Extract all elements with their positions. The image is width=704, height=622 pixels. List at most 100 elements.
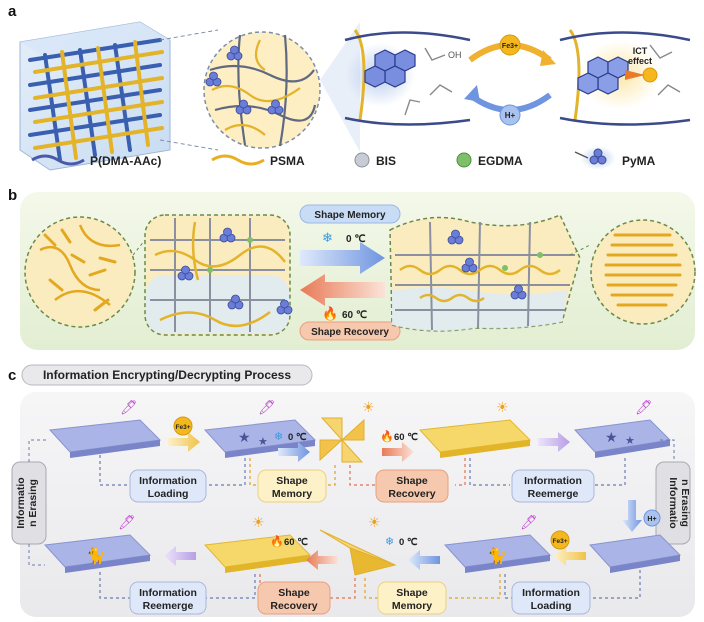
h-text-c: H+ [647, 516, 656, 523]
temp-hot-label: 60 ℃ [342, 310, 367, 321]
legend-swatch-psma [211, 154, 265, 166]
sun-icon: ☀ [368, 514, 381, 530]
bottom-box-1-line1: Information [139, 587, 197, 599]
top-tile-stars: ★ ★ [203, 419, 317, 458]
shape-memory-arrow [300, 242, 385, 274]
snowflake-icon: ❄ [322, 230, 333, 245]
uv-lamp-icon: 🖊 [635, 399, 653, 415]
cooh-text: OH [448, 50, 462, 60]
pyrene-state-bound [559, 29, 691, 126]
star-icon: ★ [238, 429, 251, 445]
top-box-4-line2: Reemerge [528, 488, 579, 500]
top-tile-yellow [418, 419, 532, 458]
psma-disordered-circle [24, 216, 136, 328]
flame-icon: 🔥 [270, 535, 284, 548]
cat-icon: 🐈 [86, 546, 106, 565]
bottom-tile-blank [588, 534, 682, 573]
flame-icon: 🔥 [380, 430, 394, 443]
top-box-1-line2: Loading [148, 488, 189, 500]
top-box-1-line1: Information [139, 475, 197, 487]
temp-hot-bottom: 60 ℃ [284, 537, 308, 548]
legend-swatch-pyma [574, 146, 616, 170]
uv-arrow-bottom [164, 546, 196, 566]
shape-recovery-arrow [300, 274, 385, 306]
legend-label-psma: PSMA [270, 154, 305, 168]
top-box-2-line1: Shape [276, 475, 308, 487]
heating-arrow-top [382, 442, 414, 462]
fe-badge-bottom [550, 530, 570, 550]
top-box-3-line1: Shape [396, 475, 428, 487]
side-right-information-erasing [655, 461, 691, 545]
top-dashed-connectors [99, 455, 626, 486]
legend-label-pyma: PyMA [622, 154, 656, 168]
hydrogel-cube [19, 21, 171, 171]
h-down-arrow [622, 500, 642, 532]
shape-memory-label: Shape Memory [314, 210, 386, 221]
psma-ordered-circle [590, 219, 696, 325]
panel-a-label: a [8, 3, 17, 20]
temp-hot-top: 60 ℃ [394, 432, 418, 443]
top-box-information-loading [129, 469, 207, 503]
top-tile-stars-reemerge: ★ ★ [573, 419, 672, 458]
uv-lamp-icon: 🖊 [258, 399, 276, 415]
h-ion-badge [499, 104, 521, 126]
bottom-tile-cat-loaded: 🐈 [443, 534, 552, 573]
panel-c-title-pill [21, 364, 313, 386]
top-box-shape-recovery [375, 469, 449, 503]
bottom-box-4-line1: Information [522, 587, 580, 599]
side-left-line2: n Erasing [27, 479, 39, 527]
temp-cold-top: 0 ℃ [288, 432, 307, 443]
sun-icon: ☀ [496, 399, 509, 415]
zoom-line-bottom [159, 139, 219, 151]
fe-binding-arrowhead [540, 50, 556, 66]
h-ion-text: H+ [505, 111, 516, 120]
left-erasing-connector-top [28, 439, 48, 462]
bottom-box-4-line2: Loading [531, 600, 572, 612]
legend-swatch-bis [354, 152, 370, 168]
side-right-line2: n Erasing [679, 479, 691, 527]
snowflake-icon: ❄ [385, 536, 394, 548]
cooling-arrow-bottom [408, 550, 440, 570]
pinwheel-folded-shape [319, 417, 365, 463]
uv-arrow-top [538, 432, 570, 452]
bottom-box-2-line1: Shape [278, 587, 310, 599]
network-zoom-circle [203, 31, 321, 149]
sun-icon: ☀ [252, 514, 265, 530]
heating-arrow-bottom [306, 550, 338, 570]
side-right-line1: Informatio [667, 477, 679, 528]
link-b-right [569, 244, 591, 256]
bottom-box-information-loading [511, 581, 591, 615]
uv-lamp-icon: 🖊 [118, 514, 136, 530]
bottom-box-shape-recovery [257, 581, 331, 615]
top-box-3-line2: Recovery [388, 488, 435, 500]
snowflake-icon: ❄ [274, 431, 283, 443]
fe-text-top: Fe3+ [176, 424, 191, 431]
top-box-shape-memory [257, 469, 327, 503]
panel-c-label: c [8, 367, 16, 384]
fe-loading-arrow-bottom [554, 546, 586, 566]
top-tile-blank [48, 419, 162, 458]
h-release-arrowhead [464, 85, 480, 102]
legend-label-pdma: P(DMA-AAc) [90, 154, 161, 168]
panel-b-label: b [8, 187, 17, 204]
left-erasing-connector-bottom [28, 544, 45, 566]
h-badge-c [643, 509, 661, 527]
bottom-box-1-line2: Reemerge [143, 600, 194, 612]
top-box-4-line1: Information [524, 475, 582, 487]
cat-icon: 🐈 [487, 546, 507, 565]
bottom-box-shape-memory [377, 581, 447, 615]
star-icon-small: ★ [258, 436, 268, 448]
bottom-box-3-line2: Memory [392, 600, 432, 612]
legend-label-bis: BIS [376, 154, 396, 168]
sun-icon: ☀ [362, 399, 375, 415]
star-icon-small: ★ [625, 435, 635, 447]
fe-ion-text: Fe3+ [502, 43, 518, 50]
network-original-box [144, 214, 293, 336]
flame-icon: 🔥 [322, 306, 338, 321]
legend-swatch-pdma [31, 154, 85, 166]
top-box-2-line2: Memory [272, 488, 312, 500]
bottom-box-2-line2: Recovery [270, 600, 317, 612]
cooling-arrow-top [278, 442, 310, 462]
bottom-box-3-line1: Shape [396, 587, 428, 599]
